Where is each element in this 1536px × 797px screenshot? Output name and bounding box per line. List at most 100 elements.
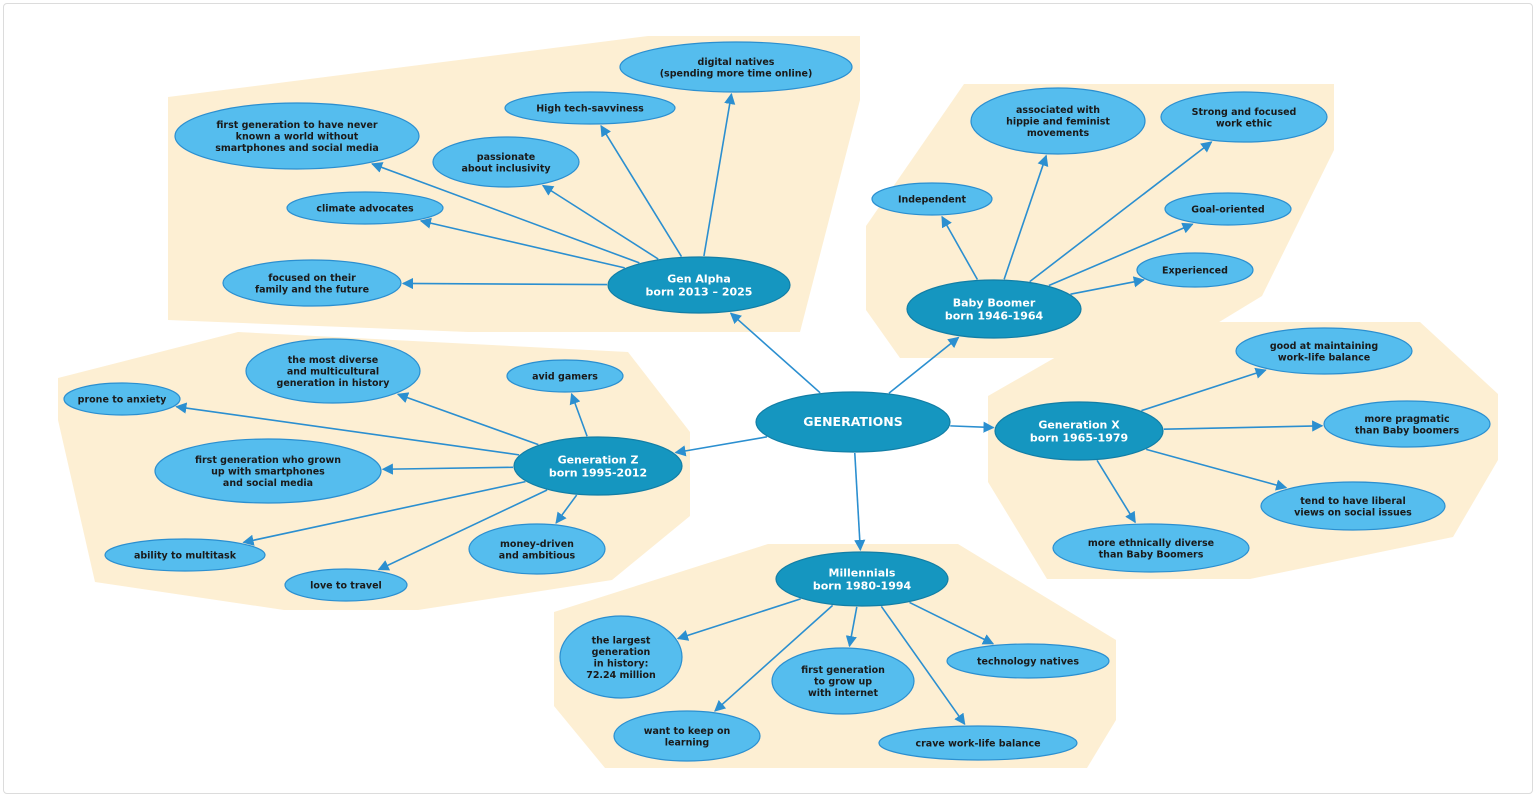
edge-gen-alpha-trait-4 xyxy=(419,217,625,269)
gen-alpha-trait-node-label: climate advocates xyxy=(316,204,414,215)
millennials-trait-node-shape xyxy=(559,615,683,699)
edge-baby-boomer-trait-0 xyxy=(1003,154,1049,280)
edge-gen-alpha-trait-1 xyxy=(600,124,683,257)
millennials-trait-node-label: crave work-life balance xyxy=(915,739,1040,750)
edge-millennials-trait-3 xyxy=(909,601,995,645)
edge-baby-boomer-trait-1 xyxy=(1029,141,1213,283)
edge-millennials-trait-1 xyxy=(714,604,834,712)
generation-z-trait-node-shape xyxy=(468,523,606,575)
edge-generation-x-trait-3 xyxy=(1096,459,1136,524)
baby-boomer-node-shape xyxy=(906,279,1082,339)
generation-z-trait-node-label: love to travel xyxy=(310,581,382,592)
edge-millennials-trait-0 xyxy=(676,598,801,641)
edge-center-to-generation-z xyxy=(674,436,768,457)
baby-boomer-trait-node-label: Goal-oriented xyxy=(1191,205,1264,216)
baby-boomer-trait-node[interactable]: Experienced xyxy=(1136,252,1254,288)
millennials-trait-node[interactable]: technology natives xyxy=(946,643,1110,679)
edge-generation-x-trait-2 xyxy=(1145,448,1288,491)
edge-generation-x-trait-0 xyxy=(1141,367,1267,412)
generation-z-trait-node-shape xyxy=(154,438,382,504)
generation-z-trait-node-label: avid gamers xyxy=(532,372,598,383)
generation-z-trait-node[interactable]: ability to multitask xyxy=(104,538,266,572)
millennials-trait-node-shape xyxy=(946,643,1110,679)
generation-z-trait-node-shape xyxy=(245,338,421,404)
generation-x-trait-node-shape xyxy=(1235,327,1413,375)
generation-z-trait-node[interactable]: avid gamers xyxy=(506,359,624,393)
gen-alpha-trait-node-shape xyxy=(222,259,402,307)
baby-boomer-trait-node-shape xyxy=(871,182,993,216)
generation-x-trait-node-shape xyxy=(1260,481,1446,531)
millennials-trait-node-label: technology natives xyxy=(977,657,1079,668)
gen-alpha-trait-node-shape xyxy=(432,136,580,188)
millennials-trait-node-shape xyxy=(878,725,1078,761)
edge-generation-x-trait-1 xyxy=(1163,420,1324,432)
baby-boomer-trait-node-shape xyxy=(1164,192,1292,226)
generation-z-trait-node-shape xyxy=(63,382,181,416)
edge-gen-alpha-trait-3 xyxy=(541,184,659,260)
generation-z-trait-node[interactable]: prone to anxiety xyxy=(63,382,181,416)
millennials-trait-node[interactable]: crave work-life balance xyxy=(878,725,1078,761)
gen-alpha-trait-node-label: digital natives(spending more time onlin… xyxy=(660,57,813,80)
edge-generation-z-trait-5 xyxy=(555,494,578,524)
edge-center-to-gen-alpha xyxy=(729,312,821,394)
edge-generation-z-trait-2 xyxy=(175,402,520,456)
gen-alpha-trait-node-shape xyxy=(174,102,420,170)
center-node-generations[interactable]: GENERATIONS xyxy=(755,391,951,453)
baby-boomer-trait-node[interactable]: Independent xyxy=(871,182,993,216)
generation-x-trait-node-shape xyxy=(1323,400,1491,448)
gen-alpha-node-shape xyxy=(607,256,791,314)
millennials-trait-node-shape xyxy=(613,710,761,762)
baby-boomer-trait-node[interactable]: Goal-oriented xyxy=(1164,192,1292,226)
baby-boomer-trait-node-shape xyxy=(970,87,1146,155)
gen-alpha-trait-node-shape xyxy=(286,191,444,225)
generation-z-trait-node[interactable]: love to travel xyxy=(284,568,408,602)
millennials-node-shape xyxy=(775,551,949,607)
gen-alpha-trait-node[interactable]: High tech-savviness xyxy=(504,91,676,125)
generation-z-trait-node-shape xyxy=(506,359,624,393)
gen-alpha-trait-node[interactable]: digital natives(spending more time onlin… xyxy=(619,41,853,93)
edge-baby-boomer-trait-3 xyxy=(1048,222,1194,287)
edge-millennials-trait-4 xyxy=(880,605,966,726)
gen-alpha-trait-node[interactable]: climate advocates xyxy=(286,191,444,225)
center-node-generations-shape xyxy=(755,391,951,453)
generation-z-trait-node-shape xyxy=(284,568,408,602)
baby-boomer-trait-node-label: Experienced xyxy=(1162,266,1228,277)
baby-boomer-trait-node-shape xyxy=(1160,91,1328,143)
